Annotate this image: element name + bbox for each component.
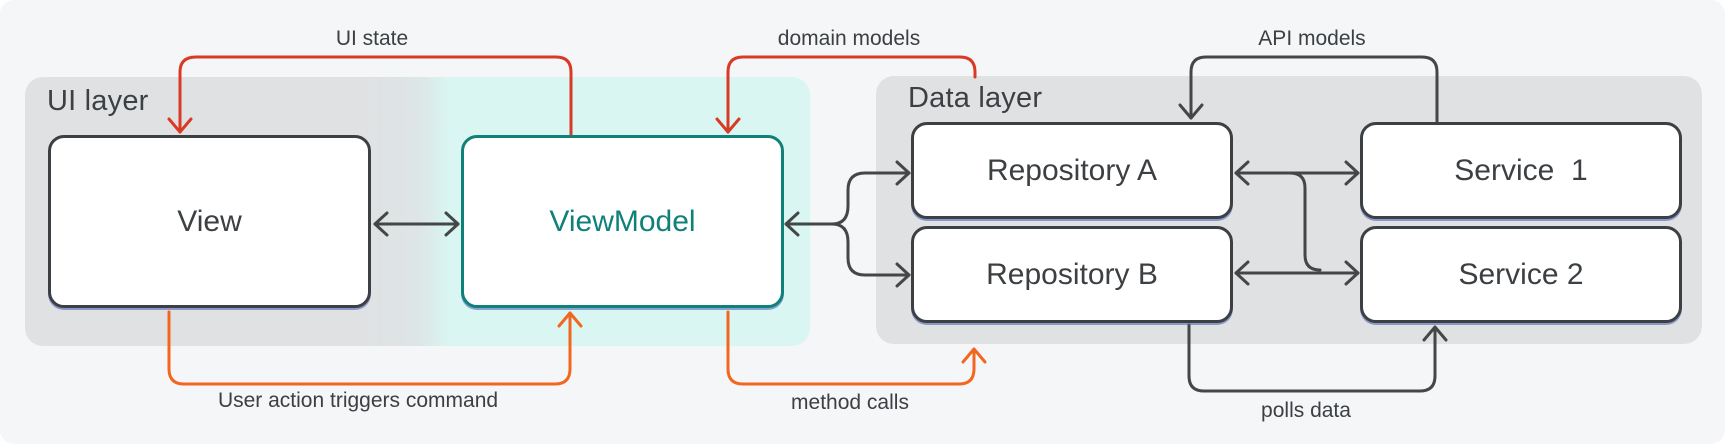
- viewmodel-node: ViewModel: [461, 135, 784, 308]
- ui-state-label: UI state: [335, 27, 409, 50]
- view-node: View: [48, 135, 371, 308]
- repository-a-node: Repository A: [911, 122, 1233, 219]
- ui-layer-title: UI layer: [47, 85, 149, 117]
- service-2-node: Service 2: [1360, 226, 1682, 323]
- service-1-node: Service 1: [1360, 122, 1682, 219]
- domain-models-label: domain models: [777, 27, 921, 50]
- user-action-label: User action triggers command: [217, 389, 499, 412]
- api-models-label: API models: [1258, 27, 1366, 50]
- repository-b-node: Repository B: [911, 226, 1233, 323]
- data-layer-title: Data layer: [908, 82, 1043, 114]
- method-calls-arrowhead: [961, 347, 987, 364]
- polls-data-label: polls data: [1261, 399, 1351, 422]
- method-calls-label: method calls: [791, 391, 909, 414]
